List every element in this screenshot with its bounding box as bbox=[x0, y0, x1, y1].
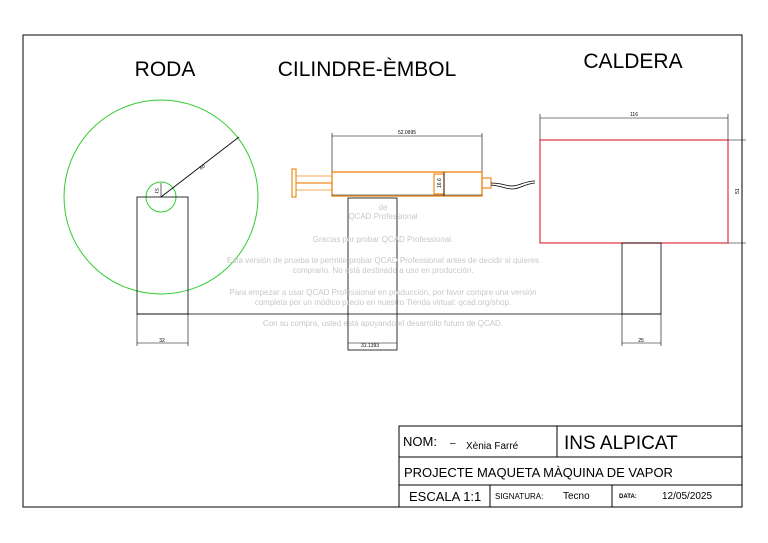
qcad-watermark: de QCAD Professional Gracias por probar … bbox=[227, 203, 539, 328]
boiler-height-label: 51 bbox=[735, 188, 741, 194]
title-block: NOM: – Xènia Farré INS ALPICAT PROJECTE … bbox=[398, 425, 743, 508]
nom-label: NOM: bbox=[403, 434, 437, 449]
roda-group: 60 15 32 bbox=[63, 99, 259, 346]
boiler-support-width-label: 25 bbox=[638, 338, 644, 344]
watermark-line-5: comprarlo. No está destinado a uso en pr… bbox=[293, 266, 474, 275]
watermark-line-1: de bbox=[379, 203, 388, 212]
wheel-support-width-label: 32 bbox=[159, 338, 165, 344]
data-label: DATA: bbox=[619, 494, 637, 500]
tube-line-2 bbox=[490, 182, 536, 190]
syringe-barrel bbox=[331, 171, 483, 197]
watermark-line-3: Gracias por probar QCAD Professional. bbox=[313, 235, 454, 244]
cylinder-length-label: 52.0995 bbox=[398, 130, 416, 136]
title-block-frame bbox=[398, 425, 743, 508]
plunger-handle bbox=[291, 168, 297, 198]
signatura-label: SIGNATURA: bbox=[495, 492, 543, 501]
nom-dash: – bbox=[450, 438, 456, 449]
watermark-line-8: Con su compra, usted está apoyando el de… bbox=[263, 319, 503, 328]
tube-line-1 bbox=[490, 180, 536, 187]
wheel-radius-line bbox=[160, 136, 240, 198]
heading-cilindre: CILINDRE-ÈMBOL bbox=[278, 58, 457, 81]
wheel-support bbox=[136, 196, 189, 315]
watermark-line-6: Para empezar a usar QCAD Professional en… bbox=[229, 288, 536, 297]
data-value: 12/05/2025 bbox=[662, 491, 712, 502]
watermark-line-7: completa por un módico precio en nuestro… bbox=[255, 298, 512, 307]
caldera-group: 116 51 25 bbox=[539, 112, 746, 346]
watermark-line-2: QCAD Professional bbox=[348, 212, 418, 221]
cylinder-support bbox=[347, 197, 398, 351]
project-title: PROJECTE MAQUETA MÀQUINA DE VAPOR bbox=[404, 465, 673, 480]
axle-radius-label: 15 bbox=[154, 188, 161, 195]
cylinder-support-width-label: 31.1393 bbox=[361, 343, 379, 349]
scale-label: ESCALA 1:1 bbox=[409, 489, 481, 504]
syringe-nozzle bbox=[481, 177, 492, 189]
signatura-value: Tecno bbox=[563, 491, 590, 502]
heading-roda: RODA bbox=[135, 58, 196, 81]
sheet-border bbox=[22, 34, 743, 508]
wheel-radius-label: 60 bbox=[199, 163, 207, 171]
boiler-width-label: 116 bbox=[630, 112, 638, 118]
heading-caldera: CALDERA bbox=[583, 50, 682, 73]
watermark-line-4: Esta versión de prueba te permite probar… bbox=[227, 256, 539, 265]
cilindre-group: 52.0995 16.6 31.1393 bbox=[291, 130, 536, 351]
school-name: INS ALPICAT bbox=[564, 433, 678, 454]
boiler-support bbox=[621, 242, 662, 315]
wheel-outer-circle bbox=[63, 99, 259, 295]
boiler-body bbox=[539, 139, 729, 244]
nom-value: Xènia Farré bbox=[466, 441, 519, 452]
cylinder-height-label: 16.6 bbox=[437, 178, 443, 188]
